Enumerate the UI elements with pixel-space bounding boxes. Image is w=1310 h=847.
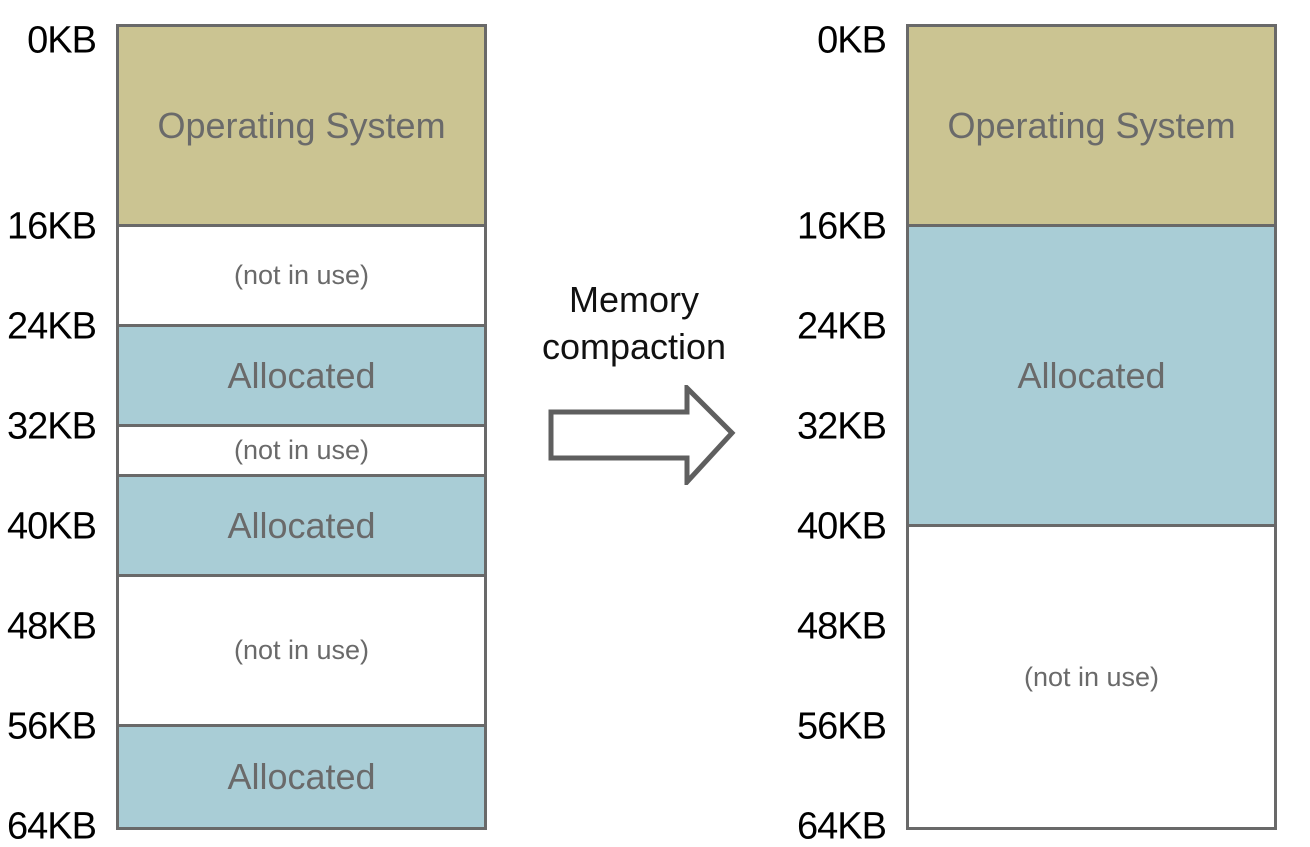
tick-label: 32KB: [7, 405, 97, 448]
tick-label: 40KB: [7, 505, 97, 548]
segment-label: (not in use): [233, 435, 370, 465]
tick-label: 56KB: [7, 705, 97, 748]
segment-label: Operating System: [157, 104, 446, 146]
segment-label: (not in use): [233, 260, 370, 290]
memory-segment-os: Operating System: [909, 27, 1274, 227]
memory-compaction-label: Memory compaction: [518, 276, 750, 370]
memory-segment-allocated: Allocated: [119, 327, 484, 427]
tick-label: 0KB: [27, 19, 97, 62]
memory-segment-free: (not in use): [119, 427, 484, 477]
tick-label: 48KB: [7, 605, 97, 648]
segment-label: Allocated: [227, 354, 376, 396]
memory-segment-allocated: Allocated: [909, 227, 1274, 527]
memory-compaction-label-line1: Memory: [568, 279, 699, 320]
memory-segment-free: (not in use): [119, 577, 484, 727]
segment-label: Allocated: [227, 756, 376, 797]
tick-label: 64KB: [797, 805, 887, 847]
tick-label: 32KB: [797, 405, 887, 448]
memory-segment-allocated: Allocated: [119, 477, 484, 577]
memory-segment-free: (not in use): [909, 527, 1274, 827]
tick-label: 0KB: [817, 19, 887, 62]
tick-label: 56KB: [797, 705, 887, 748]
memory-segment-allocated: Allocated: [119, 727, 484, 827]
segment-label: Allocated: [1017, 354, 1166, 396]
tick-label: 48KB: [797, 605, 887, 648]
memory-compaction-label-line2: compaction: [541, 326, 727, 367]
tick-label: 64KB: [7, 805, 97, 847]
right-arrow-icon: [548, 381, 736, 489]
memory-segment-free: (not in use): [119, 227, 484, 327]
segment-label: (not in use): [233, 635, 370, 665]
memory-segment-os: Operating System: [119, 27, 484, 227]
tick-label: 16KB: [7, 205, 97, 248]
tick-label: 40KB: [797, 505, 887, 548]
segment-label: (not in use): [1023, 661, 1160, 692]
tick-label: 16KB: [797, 205, 887, 248]
memory-bar-before: Operating System (not in use) Allocated (no…: [116, 24, 487, 830]
segment-label: Operating System: [947, 104, 1236, 146]
segment-label: Allocated: [227, 504, 376, 546]
tick-label: 24KB: [797, 305, 887, 348]
tick-label: 24KB: [7, 305, 97, 348]
